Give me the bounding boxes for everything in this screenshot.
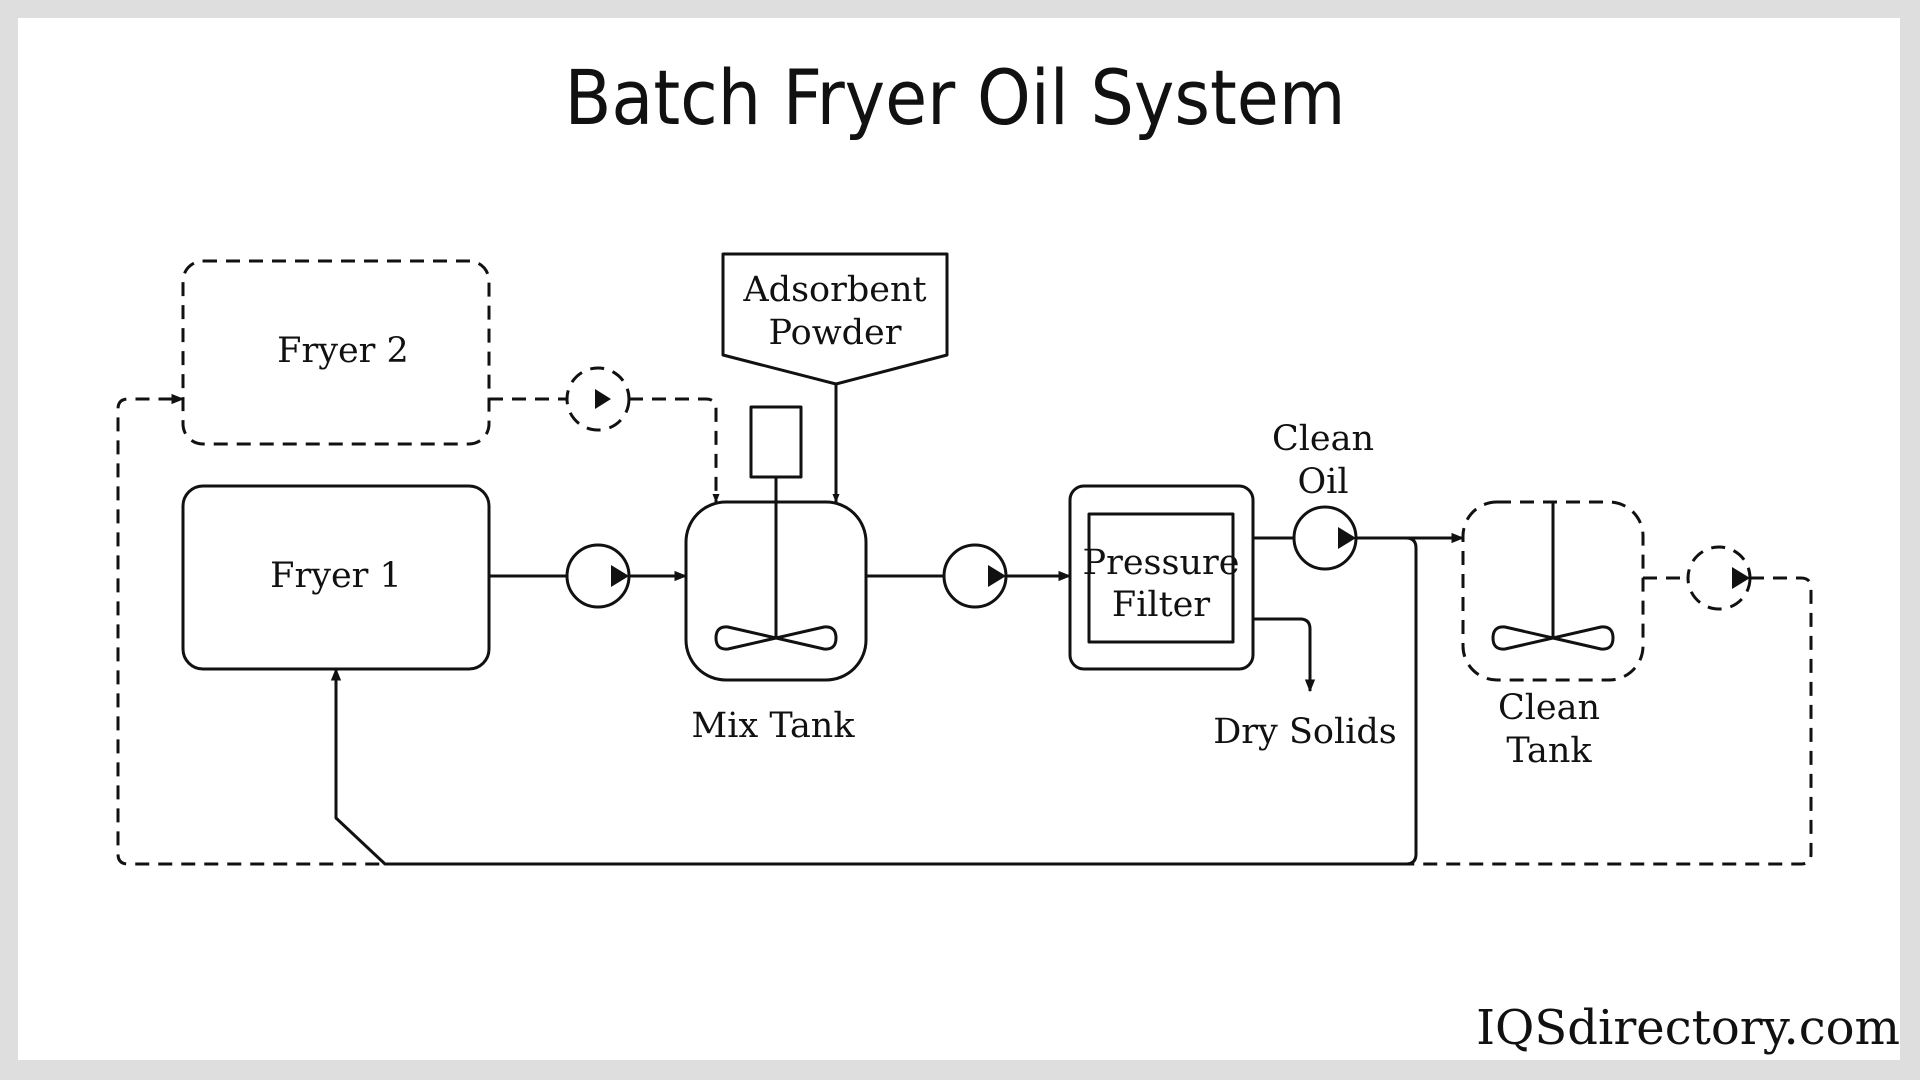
dry-solids-label: Dry Solids	[1213, 712, 1397, 752]
adsorbent-powder-hopper: Adsorbent Powder	[721, 252, 949, 386]
watermark-text: IQSdirectory.com	[1476, 1000, 1900, 1056]
dry-solids-line	[1253, 617, 1316, 693]
pressure-filter-label-line2: Filter	[1112, 585, 1210, 625]
fryer-1-label: Fryer 1	[270, 556, 402, 596]
pressure-filter-label-line1: Pressure	[1083, 543, 1240, 583]
clean-tank-label-line2: Tank	[1506, 731, 1592, 771]
clean-oil-label-line1: Clean	[1272, 419, 1374, 459]
clean-tank-agitator	[1491, 625, 1615, 651]
adsorbent-label-line1: Adsorbent	[742, 270, 926, 310]
fryer-2-to-mix-tank-line	[629, 397, 720, 503]
mix-tank-label: Mix Tank	[691, 706, 855, 746]
diagram-panel	[18, 18, 1900, 1060]
clean-tank: Clean Tank	[1461, 500, 1645, 771]
fryer-2: Fryer 2	[181, 259, 491, 446]
clean-tank-label-line1: Clean	[1498, 688, 1600, 728]
adsorbent-label-line2: Powder	[768, 313, 901, 353]
mix-tank-agitator	[714, 625, 838, 651]
page-title: Batch Fryer Oil System	[565, 53, 1346, 142]
fryer-2-label: Fryer 2	[277, 331, 409, 371]
mix-tank: Mix Tank	[684, 405, 868, 746]
dashed-return-line	[116, 393, 1813, 866]
clean-oil-label-line2: Oil	[1297, 462, 1348, 502]
pressure-filter: Pressure Filter	[1068, 484, 1255, 671]
